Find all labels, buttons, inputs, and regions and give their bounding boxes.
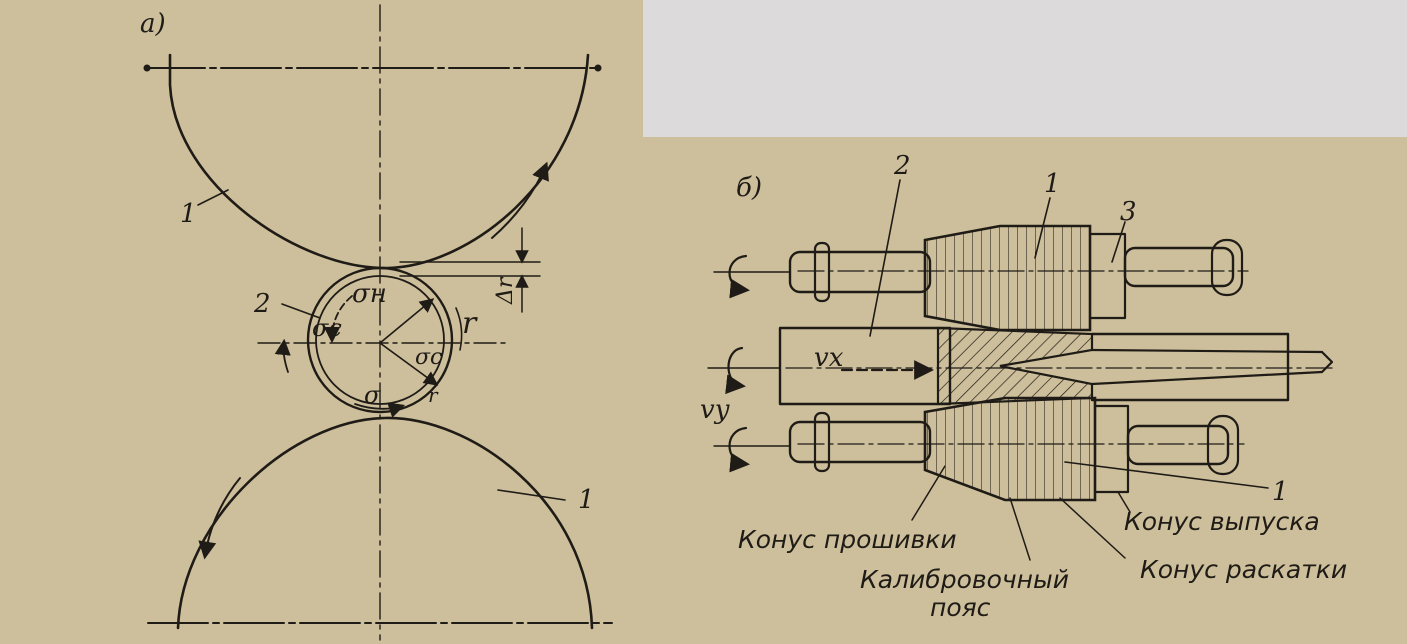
- leader-line: [497, 489, 566, 501]
- rotation-symbol-bottom: [713, 426, 791, 473]
- inner-stress-arrow: [323, 295, 353, 344]
- mandrel-rod: [1090, 348, 1324, 354]
- delta-r-label: Δr: [493, 276, 518, 305]
- axis-dot: [143, 64, 151, 72]
- mandrel-tip: [1320, 350, 1334, 374]
- leader-line: [1117, 491, 1131, 513]
- sizing-belt-caption-line1: Калибровочный: [860, 565, 1069, 594]
- part-b: б) vx: [700, 151, 1347, 622]
- radius-label-lower: r: [428, 383, 439, 407]
- blank-area: [643, 0, 1407, 137]
- part-a-title: а): [140, 9, 166, 39]
- sigma-c-right-label: σc: [415, 345, 442, 370]
- outer-rotation-arrow: [274, 338, 291, 373]
- guide-number-label: 3: [1120, 197, 1137, 227]
- leader-line: [911, 465, 946, 521]
- part-a: а) 1 Δr r r σн σc σc σ: [140, 4, 613, 641]
- radius-line-lower: [379, 342, 439, 386]
- rotation-symbol-top: [713, 254, 791, 299]
- vx-label: vx: [814, 343, 844, 373]
- cone-rolling-caption: Конус раскатки: [1140, 555, 1347, 584]
- sleeve-body: [1090, 332, 1290, 402]
- billet: vx: [778, 326, 1337, 406]
- leader-line: [1059, 497, 1126, 559]
- shaft-collar: [813, 241, 831, 303]
- bottom-roll-rotation-arrow: [198, 477, 241, 560]
- billet-right-arc: [455, 307, 463, 351]
- bottom-roll-outline: [176, 416, 594, 630]
- shaft: [1123, 246, 1235, 288]
- leader-line: [197, 189, 229, 206]
- shaft-end-flange: [1210, 238, 1244, 297]
- bottom-roll: [788, 396, 1245, 502]
- shaft-end-flange: [1206, 414, 1240, 476]
- shaft-collar: [813, 411, 831, 473]
- leader-line: [281, 303, 321, 319]
- sizing-belt-caption-line2: пояс: [930, 593, 991, 622]
- sigma-c-left-label: σc: [312, 314, 342, 342]
- vy-label: vy: [700, 395, 730, 425]
- top-roll-label: 1: [180, 199, 197, 229]
- sigma-n-label: σн: [352, 279, 387, 309]
- bottom-roll-label: 1: [578, 485, 595, 515]
- billet-label: 2: [253, 289, 271, 319]
- axis-dot: [594, 64, 602, 72]
- leader-line: [1009, 497, 1031, 561]
- deformation-zone: [936, 326, 1094, 406]
- lower-stress-arrow: [354, 402, 406, 418]
- rotation-symbol-middle: [707, 346, 781, 395]
- leader-line: [869, 179, 901, 337]
- top-roll-number-label: 1: [1044, 169, 1061, 199]
- cone-exit-caption: Конус выпуска: [1124, 507, 1320, 536]
- leader-line: [1111, 221, 1126, 263]
- leader-line: [1034, 197, 1051, 259]
- top-roll-rotation-arrow: [491, 161, 549, 239]
- billet-inner: [315, 275, 445, 405]
- top-roll: [788, 224, 1249, 332]
- billet-outer: [306, 266, 454, 414]
- leader-line: [1064, 461, 1269, 489]
- mandrel-rod: [1090, 370, 1324, 386]
- billet-number-label: 2: [893, 151, 911, 181]
- sigma-bottom-label: σ: [364, 381, 381, 409]
- radius-label: r: [462, 306, 478, 341]
- bottom-roll-number-label: 1: [1272, 477, 1289, 507]
- radius-line: [379, 298, 435, 344]
- cone-piercing-caption: Конус прошивки: [738, 525, 957, 554]
- roll-body: [923, 396, 1097, 502]
- roll-body: [923, 224, 1092, 332]
- shaft: [1126, 424, 1230, 466]
- part-b-title: б): [736, 173, 762, 203]
